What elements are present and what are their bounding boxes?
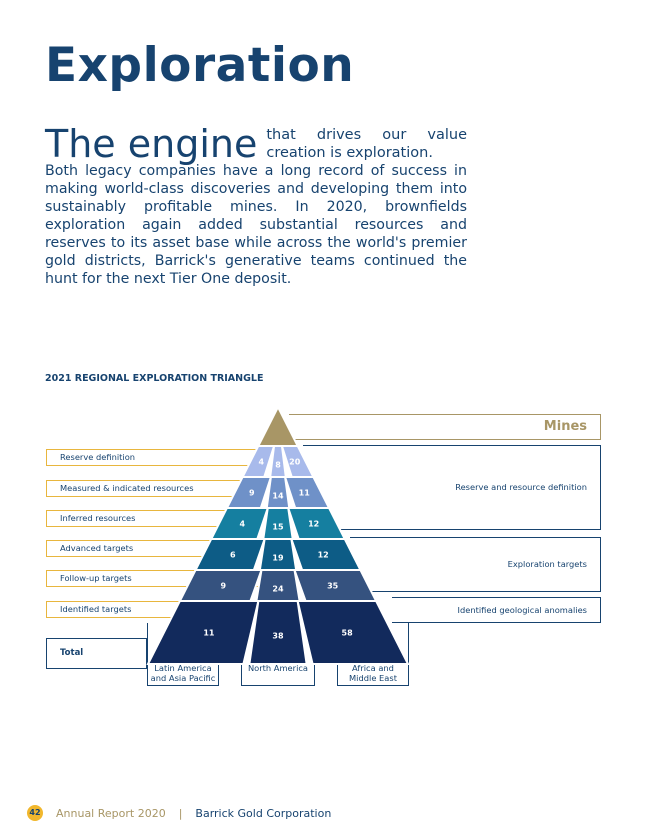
segment-value: 20 [289,458,301,467]
region-name-line1: Africa and [352,662,394,673]
row-label-measured-indicated: Measured & indicated resources [46,480,258,497]
row-label-reserve-definition: Reserve definition [46,449,258,466]
segment-value: 35 [327,582,339,591]
region-name-line2: Middle East [349,673,397,683]
segment-value: 8 [275,461,281,470]
segment-value: 11 [299,489,311,498]
group-geological-anomalies: Identified geological anomalies [392,597,601,623]
segment-value: 4 [240,520,246,529]
company-name: Barrick Gold Corporation [195,806,332,820]
footer-separator: | [178,806,183,820]
lead-phrase: The engine [45,122,258,166]
segment-value: 11 [203,629,215,638]
segment-value: 15 [272,523,284,532]
segment-value: 9 [221,582,227,591]
segment-value: 24 [272,585,284,594]
group-exploration-targets: Exploration targets [350,537,601,592]
mines-label: Mines [289,414,601,440]
triangle-segment [296,600,410,665]
page-heading: Exploration [45,38,355,93]
triangle-title: 2021 REGIONAL EXPLORATION TRIANGLE [45,373,264,384]
segment-value: 4 [258,458,264,467]
region-name-line1: North America [247,662,309,673]
group-reserve-resource: Reserve and resource definition [303,445,601,530]
segment-value: 58 [342,629,354,638]
intro-paragraph: Both legacy companies have a long record… [45,163,467,287]
lead-continuation: that drives our value creation is explor… [266,127,467,161]
total-label: Total [46,638,147,669]
segment-value: 14 [272,492,284,501]
triangle-segment [248,600,308,665]
row-label-advanced-targets: Advanced targets [46,540,258,557]
segment-value: 12 [318,551,329,560]
segment-value: 38 [272,632,284,641]
footer: 42 Annual Report 2020 | Barrick Gold Cor… [27,805,331,821]
page-number: 42 [27,805,43,821]
mines-apex [256,404,300,447]
region-name-line2: and Asia Pacific [150,673,216,683]
intro-section: The engine that drives our value creatio… [45,122,467,288]
row-label-follow-up-targets: Follow-up targets [46,570,258,587]
row-label-inferred: Inferred resources [46,510,258,527]
segment-value: 19 [272,554,284,563]
report-title: Annual Report 2020 [56,806,166,820]
segment-value: 6 [230,551,236,560]
row-label-identified-targets: Identified targets [46,601,258,618]
segment-value: 9 [249,489,255,498]
segment-value: 12 [308,520,319,529]
region-name-line1: Latin America [154,662,212,673]
triangle-segment [146,600,260,665]
